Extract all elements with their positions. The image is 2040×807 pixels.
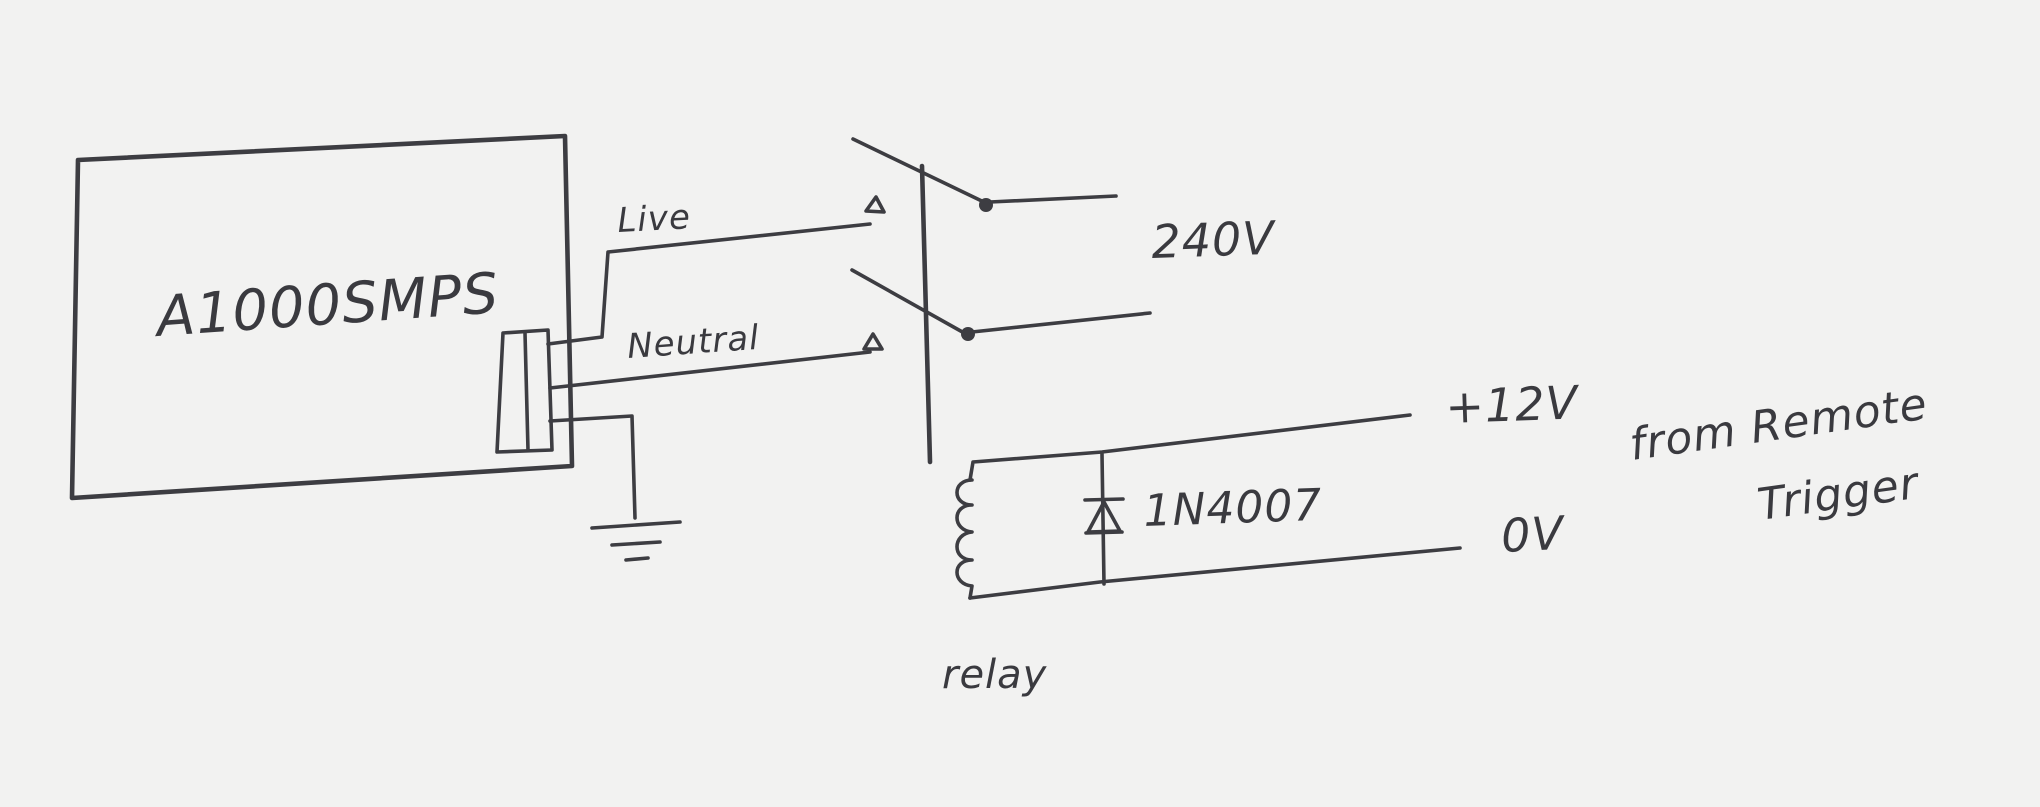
terminal-divider [523, 331, 530, 452]
live-contact [864, 195, 886, 214]
switch-arm-top [851, 137, 990, 206]
supply-label: A1000SMPS [151, 261, 501, 350]
plus12-label: +12V [1444, 375, 1581, 434]
diode-label: 1N4007 [1143, 480, 1324, 537]
relay-actuator-bar [919, 163, 933, 465]
zero-v-label: 0V [1500, 506, 1568, 563]
diode-base [1084, 530, 1124, 535]
pivot-top [979, 198, 993, 212]
mains-out-bottom [970, 311, 1152, 334]
neutral-contact [862, 332, 884, 351]
pivot-bottom [961, 327, 975, 341]
neutral-label: Neutral [626, 318, 761, 367]
live-wire [546, 222, 872, 346]
switch-arm-bottom [850, 268, 968, 336]
terminal-block [495, 328, 554, 454]
from-label: from Remote [1626, 379, 1930, 471]
diode-wire [1100, 452, 1106, 586]
coil-bottom-wire [968, 546, 1462, 600]
power-supply-box [69, 133, 575, 501]
mains-out-top [988, 194, 1118, 204]
earth-symbol [590, 520, 682, 562]
relay-coil [955, 478, 974, 600]
earth-wire [548, 414, 637, 520]
coil-top-wire [968, 413, 1412, 482]
mains-label: 240V [1150, 211, 1278, 269]
diode-bar [1083, 497, 1125, 502]
neutral-wire [548, 350, 872, 390]
relay-label: relay [942, 652, 1048, 698]
trigger-label: Trigger [1754, 458, 1923, 531]
live-label: Live [616, 197, 691, 241]
